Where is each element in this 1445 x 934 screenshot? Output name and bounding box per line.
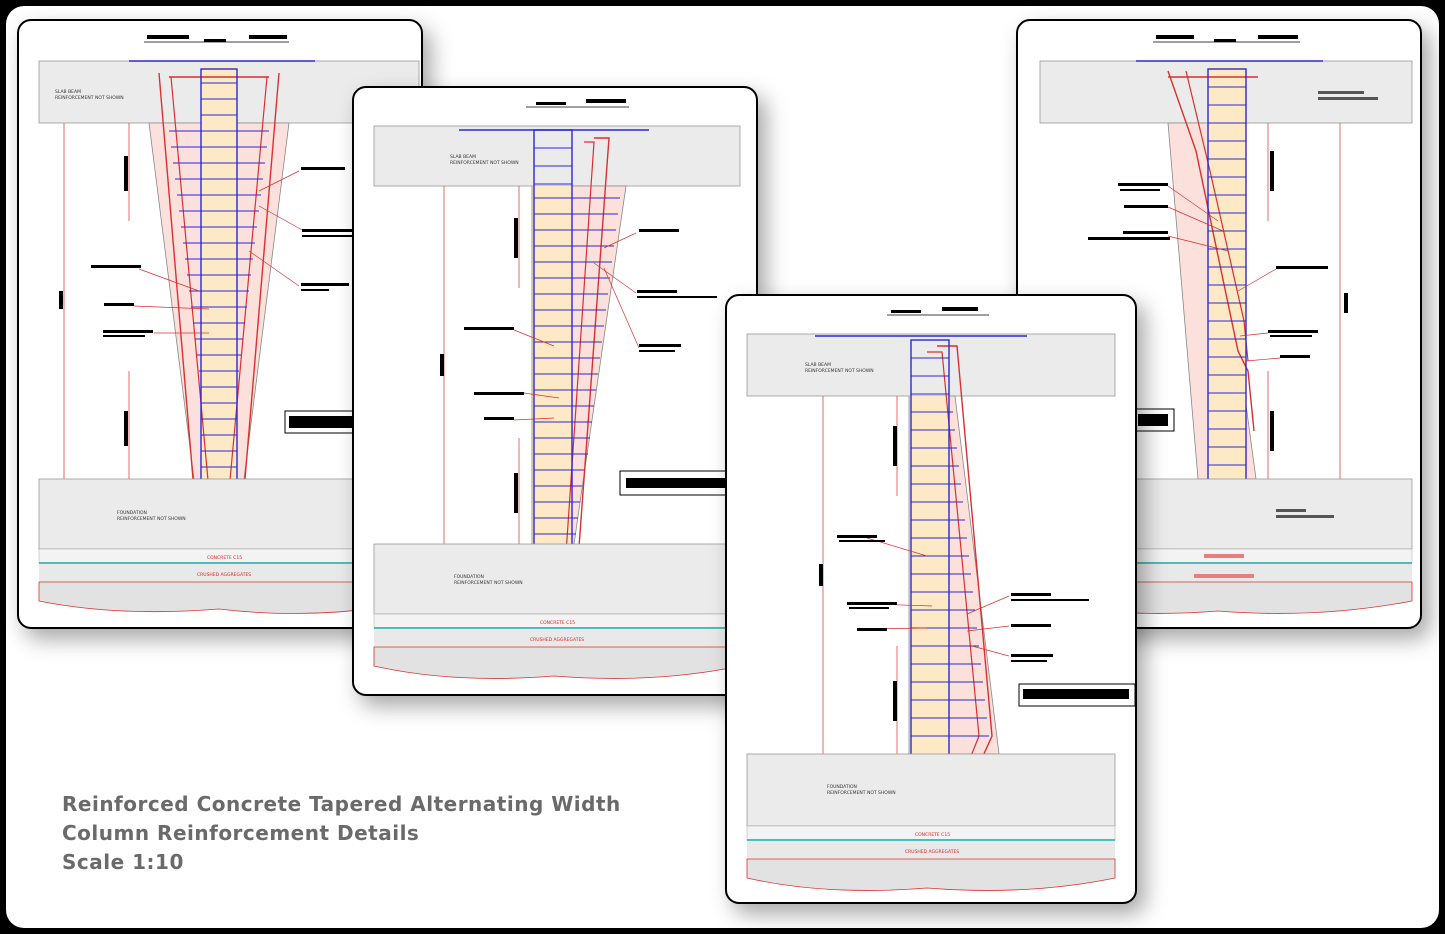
aggregates-label: CRUSHED AGGREGATES <box>905 849 959 855</box>
foundation-label: FOUNDATION <box>827 784 857 790</box>
foundation-note-label: REINFORCEMENT NOT SHOWN <box>454 580 523 586</box>
column-section-drawing-3: SLAB BEAM REINFORCEMENT NOT SHOWN <box>746 307 1135 891</box>
concrete-label: CONCRETE C15 <box>915 832 950 838</box>
caption-scale: Scale 1:10 <box>62 850 184 874</box>
slab-beam-label: SLAB BEAM <box>805 362 831 368</box>
caption-title-line1: Reinforced Concrete Tapered Alternating … <box>62 792 621 816</box>
drawing-caption: Reinforced Concrete Tapered Alternating … <box>62 790 621 877</box>
concrete-label: CONCRETE C15 <box>540 620 575 626</box>
slab-note-label: REINFORCEMENT NOT SHOWN <box>805 368 874 374</box>
drawing-sheet-one-side-taper: SLAB BEAM REINFORCEMENT NOT SHOWN <box>352 86 758 696</box>
foundation-note-label: REINFORCEMENT NOT SHOWN <box>827 790 896 796</box>
concrete-label: CONCRETE C15 <box>207 555 242 561</box>
slab-note-label: REINFORCEMENT NOT SHOWN <box>450 160 519 166</box>
slab-beam-label: SLAB BEAM <box>450 154 476 160</box>
caption-title-line2: Column Reinforcement Details <box>62 821 420 845</box>
foundation-label: FOUNDATION <box>117 510 147 516</box>
slab-note-label: REINFORCEMENT NOT SHOWN <box>55 95 124 101</box>
column-section-drawing-4 <box>1039 35 1413 614</box>
column-section-drawing-2: SLAB BEAM REINFORCEMENT NOT SHOWN <box>373 99 741 679</box>
slab-beam-label: SLAB BEAM <box>55 89 81 95</box>
foundation-label: FOUNDATION <box>454 574 484 580</box>
aggregates-label: CRUSHED AGGREGATES <box>530 637 584 643</box>
presentation-canvas: SLAB BEAM REINFORCEMENT NOT SHOWN <box>6 6 1439 928</box>
aggregates-label: CRUSHED AGGREGATES <box>197 572 251 578</box>
foundation-note-label: REINFORCEMENT NOT SHOWN <box>117 516 186 522</box>
drawing-sheet-right-taper: SLAB BEAM REINFORCEMENT NOT SHOWN <box>725 294 1137 904</box>
